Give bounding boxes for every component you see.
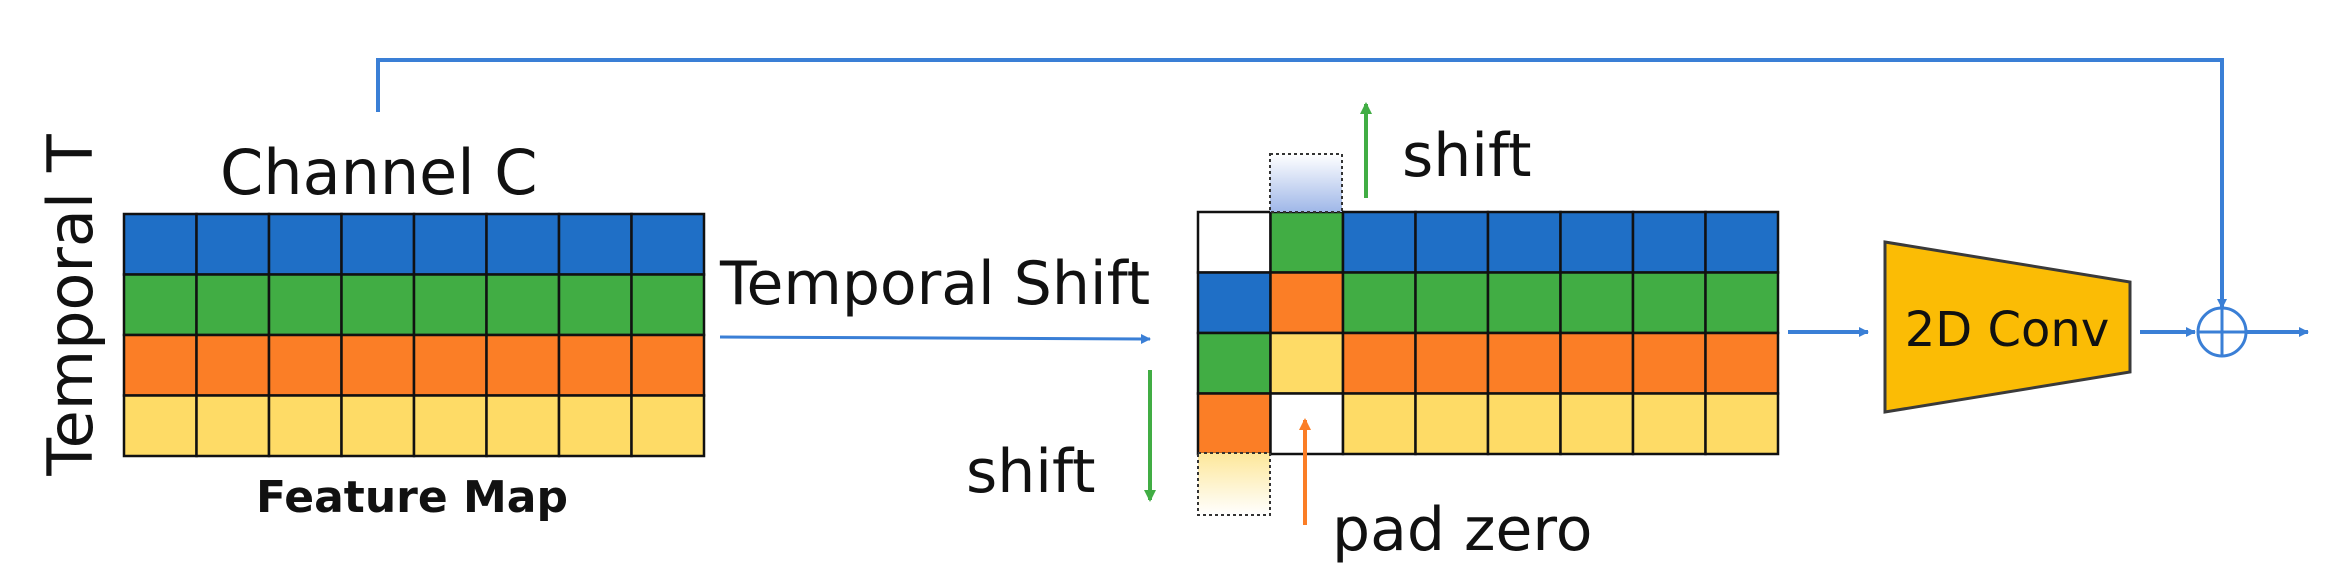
feature-map-cell bbox=[195, 212, 271, 276]
feature-map-cell bbox=[412, 333, 488, 397]
shifted-map-cell bbox=[1341, 392, 1417, 456]
feature-map-cell bbox=[122, 394, 198, 458]
shifted-map-cell bbox=[1269, 210, 1345, 274]
shifted-map-cell bbox=[1414, 331, 1490, 395]
feature-map-cell bbox=[340, 212, 416, 276]
feature-map-cell bbox=[267, 212, 343, 276]
shifted-map-cell bbox=[1559, 392, 1635, 456]
feature-map-cell bbox=[412, 212, 488, 276]
feature-map-cell bbox=[557, 273, 633, 337]
feature-map-cell bbox=[195, 273, 271, 337]
shifted-map-cell bbox=[1631, 331, 1707, 395]
feature-map-cell bbox=[340, 333, 416, 397]
feature-map-cell bbox=[557, 212, 633, 276]
shifted-map-cell bbox=[1559, 210, 1635, 274]
feature-map-cell bbox=[412, 273, 488, 337]
feature-map-cell bbox=[122, 273, 198, 337]
shifted-map-cell bbox=[1414, 392, 1490, 456]
shifted-map-cell bbox=[1559, 331, 1635, 395]
shifted-map-cell bbox=[1704, 210, 1780, 274]
shifted-map-cell bbox=[1196, 210, 1272, 274]
feature-map-cell bbox=[485, 394, 561, 458]
feature-map-cell bbox=[412, 394, 488, 458]
feature-map-cell bbox=[340, 273, 416, 337]
feature-map-cell bbox=[122, 212, 198, 276]
channel-axis-label: Channel C bbox=[220, 136, 538, 209]
feature-map-cell bbox=[485, 273, 561, 337]
feature-map-cell bbox=[267, 333, 343, 397]
feature-map-label: Feature Map bbox=[256, 472, 568, 523]
shifted-map-cell bbox=[1341, 271, 1417, 335]
feature-map-cell bbox=[630, 273, 706, 337]
shifted-map-cell bbox=[1631, 210, 1707, 274]
shift-up-label: shift bbox=[1402, 121, 1532, 191]
shifted-map-cell bbox=[1414, 210, 1490, 274]
shifted-map-cell bbox=[1269, 331, 1345, 395]
temporal-shift-arrow bbox=[719, 333, 1151, 344]
feature-map-cell bbox=[630, 394, 706, 458]
feature-map-cell bbox=[485, 333, 561, 397]
feature-map-cell bbox=[557, 394, 633, 458]
shifted-out-bottom-cell bbox=[1197, 452, 1271, 516]
feature-map-cell bbox=[557, 333, 633, 397]
feature-map-cell bbox=[195, 394, 271, 458]
shifted-map-cell bbox=[1341, 331, 1417, 395]
feature-map-cell bbox=[267, 273, 343, 337]
temporal-shift-label: Temporal Shift bbox=[719, 249, 1150, 319]
sum-node-icon bbox=[2196, 306, 2248, 358]
feature-map-cell bbox=[630, 333, 706, 397]
feature-map-cell bbox=[340, 394, 416, 458]
shifted-map-cell bbox=[1559, 271, 1635, 335]
feature-map-cell bbox=[267, 394, 343, 458]
shifted-map-cell bbox=[1631, 271, 1707, 335]
conv-label: 2D Conv bbox=[1905, 302, 2109, 358]
skip-connection bbox=[376, 58, 2227, 309]
feature-map-cell bbox=[195, 333, 271, 397]
temporal-axis-label: Temporal T bbox=[34, 133, 107, 477]
shifted-feature-map-grid bbox=[1196, 210, 1780, 456]
pad-zero-label: pad zero bbox=[1332, 495, 1592, 565]
feature-map-grid bbox=[122, 212, 706, 458]
feature-map-cell bbox=[122, 333, 198, 397]
shifted-map-cell bbox=[1486, 210, 1562, 274]
shifted-map-cell bbox=[1414, 271, 1490, 335]
shifted-map-cell bbox=[1486, 271, 1562, 335]
shifted-map-cell bbox=[1704, 392, 1780, 456]
feature-map-cell bbox=[630, 212, 706, 276]
shifted-map-cell bbox=[1486, 392, 1562, 456]
shifted-map-cell bbox=[1269, 271, 1345, 335]
shifted-map-cell bbox=[1341, 210, 1417, 274]
shifted-map-cell bbox=[1704, 271, 1780, 335]
shifted-map-cell bbox=[1196, 392, 1272, 456]
shifted-map-cell bbox=[1704, 331, 1780, 395]
shifted-out-top-cell bbox=[1269, 153, 1343, 213]
shifted-map-cell bbox=[1486, 331, 1562, 395]
conv-block: 2D Conv bbox=[1883, 240, 2132, 414]
shifted-map-cell bbox=[1631, 392, 1707, 456]
shifted-map-cell bbox=[1196, 271, 1272, 335]
shifted-map-cell bbox=[1196, 331, 1272, 395]
feature-map-cell bbox=[485, 212, 561, 276]
shift-down-label: shift bbox=[966, 437, 1096, 507]
